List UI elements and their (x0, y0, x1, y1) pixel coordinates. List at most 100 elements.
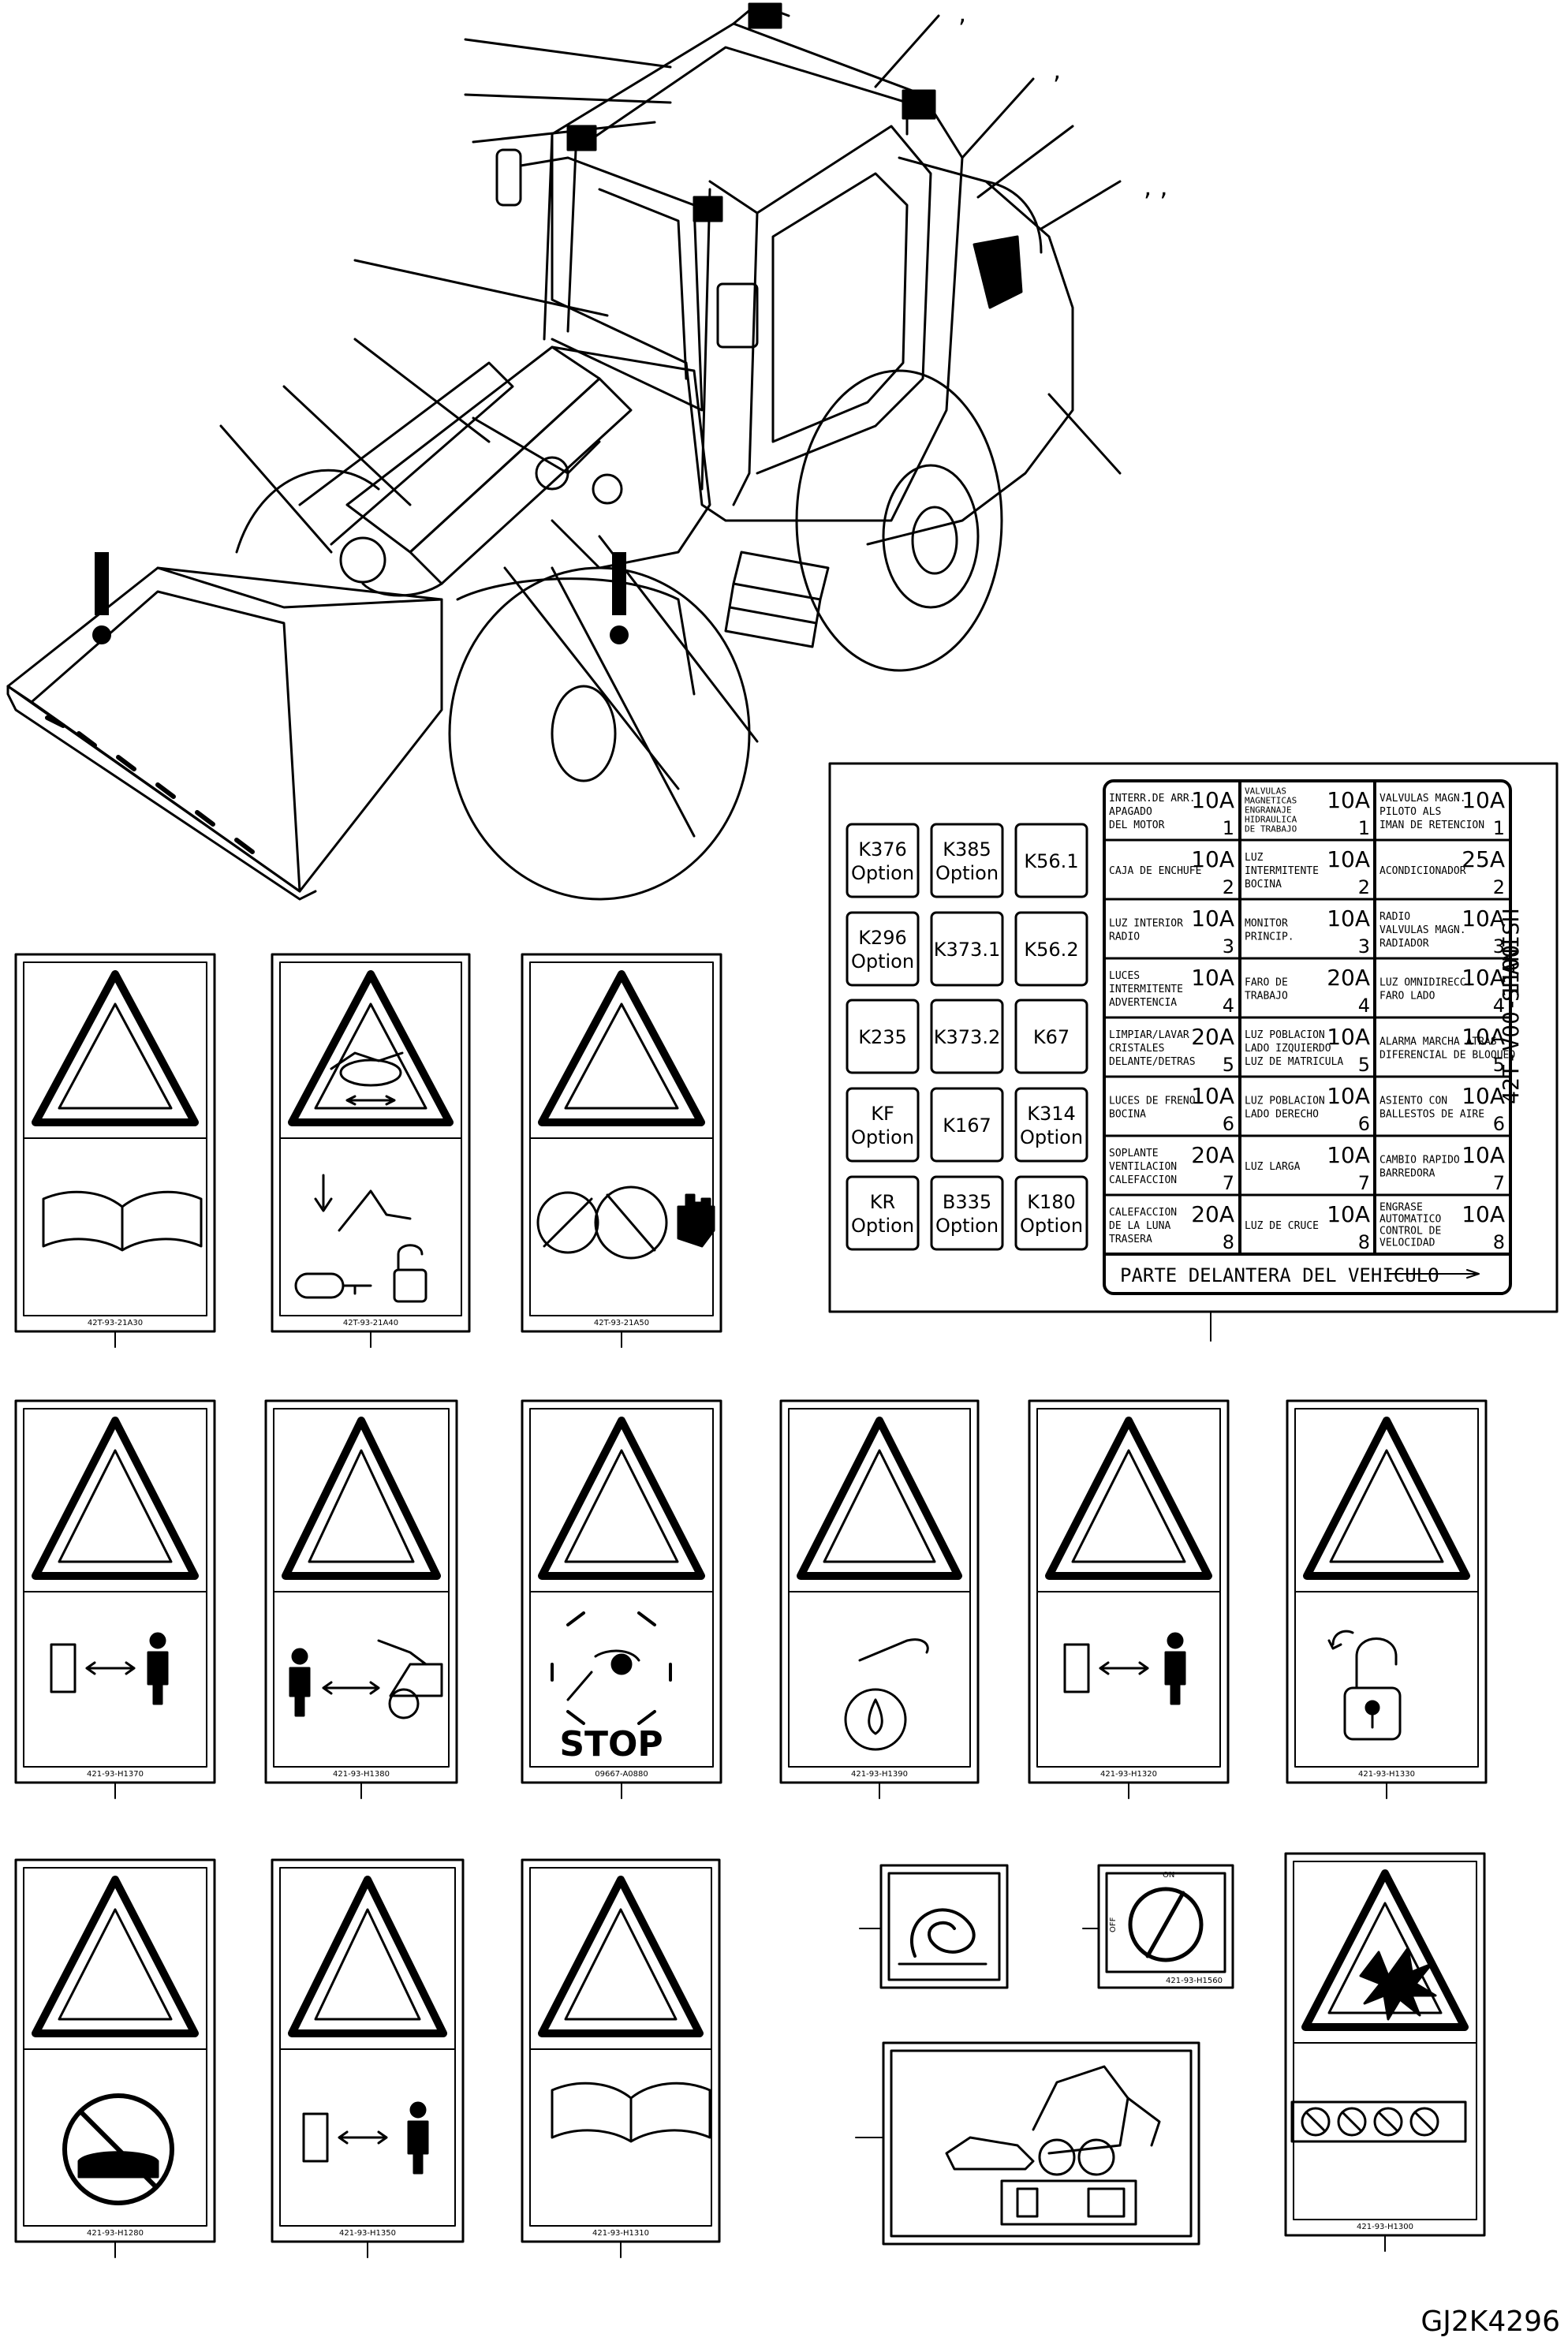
fuse-number: 7 (1358, 1172, 1370, 1194)
fuse-circuit-text: CRISTALES (1109, 1043, 1164, 1055)
fuse-number: 3 (1358, 935, 1370, 958)
row3-pictograms (62, 2082, 711, 2205)
fuse-number: 5 (1493, 1054, 1505, 1076)
fuse-amperage: 10A (1327, 905, 1370, 932)
fuse-circuit-text: VALVULAS MAGN. (1379, 793, 1466, 805)
small-decals (855, 1864, 1234, 2246)
fuse-circuit-text: CONTROL DE (1379, 1226, 1441, 1238)
relay-box (1014, 823, 1088, 898)
fuse-amperage: 10A (1462, 1142, 1505, 1168)
fuse-circuit-text: VENTILACION (1109, 1161, 1177, 1173)
relay-box (930, 1087, 1004, 1163)
decal-frame (14, 953, 216, 1333)
fuse-amperage: 10A (1191, 787, 1234, 813)
decal-inner-frame (23, 1867, 207, 2227)
fuse-number: 2 (1358, 876, 1370, 898)
relay-code: KR (870, 1191, 895, 1213)
fuse-circuit-text: CALEFACCION (1109, 1174, 1177, 1186)
decal-inner-frame (279, 1867, 456, 2227)
relay-code: K314 (1027, 1103, 1076, 1125)
fuse-circuit-text: APAGADO (1109, 806, 1152, 818)
relay-code: K167 (943, 1114, 991, 1137)
relay-box (846, 999, 920, 1074)
fuse-amperage: 10A (1462, 1024, 1505, 1050)
fuse-circuit-text: MONITOR (1245, 918, 1288, 930)
callout-mark-3: , , (1144, 172, 1168, 202)
relay-code: B335 (943, 1191, 991, 1213)
fuse-circuit-text: INTERMITENTE (1245, 865, 1319, 877)
wheel-loader-drawing (6, 2, 1122, 901)
fuse-circuit-text: CAJA DE ENCHUFE (1109, 865, 1201, 877)
fuse-amperage: 10A (1327, 846, 1370, 872)
warning-triangle (288, 1876, 447, 2037)
fuse-number: 4 (1223, 995, 1234, 1017)
fuse-circuit-text: INTERR.DE ARR. (1109, 793, 1196, 805)
fuse-circuit-text: DELANTE/DETRAS (1109, 1056, 1196, 1068)
fuse-circuit-text: RADIADOR (1379, 938, 1429, 950)
fuse-amperage: 25A (1462, 846, 1505, 872)
fuse-circuit-text: LUZ INTERIOR (1109, 918, 1183, 930)
decal-part-code: 09667-A0880 (595, 1770, 648, 1779)
fuse-circuit-text: CAMBIO RAPIDO (1379, 1155, 1460, 1167)
decal-part-code: 42T-93-21A40 (343, 1319, 398, 1327)
decal-3-pictograms (536, 552, 715, 1260)
fuse-circuit-text: LUZ DE MATRICULA (1245, 1056, 1343, 1068)
decal-frame (271, 1858, 465, 2243)
relay-code: KF (871, 1103, 894, 1125)
stop-text: STOP (559, 1724, 663, 1764)
callout-mark-2: , (1053, 55, 1061, 85)
decal-part-code: 42T-93-21A30 (88, 1319, 143, 1327)
fuse-circuit-text: LUZ POBLACION (1245, 1029, 1325, 1041)
decal-frame (1284, 1852, 1486, 2237)
fuse-circuit-text: BALLESTOS DE AIRE (1379, 1109, 1484, 1121)
relay-box (846, 1175, 920, 1251)
decal-inner-frame (1293, 1861, 1477, 2220)
fuse-circuit-text: MAGNETICAS (1245, 796, 1297, 806)
fuse-amperage: 10A (1327, 787, 1370, 813)
fuse-amperage: 10A (1327, 1142, 1370, 1168)
decal-part-code: 421-93-H1390 (851, 1770, 908, 1779)
decal-inner-frame (529, 1408, 714, 1768)
fuse-circuit-text: LUZ LARGA (1245, 1161, 1301, 1173)
relay-code: K56.1 (1024, 850, 1078, 872)
relay-option: Option (935, 862, 999, 884)
fuse-circuit-text: INTERMITENTE (1109, 984, 1183, 995)
relay-option: Option (935, 1215, 999, 1237)
decal-1-pictograms (42, 552, 203, 1252)
stop-arrows (551, 1611, 672, 1725)
fuse-circuit-text: DE LA LUNA (1109, 1220, 1170, 1232)
fuse-circuit-text: LUZ (1245, 852, 1264, 864)
fuse-circuit-text: LUZ POBLACION (1245, 1096, 1325, 1107)
warning-triangle (32, 1876, 199, 2037)
warning-triangle (1303, 1417, 1470, 1580)
fuse-amperage: 10A (1327, 1083, 1370, 1109)
relay-box (1014, 1087, 1088, 1163)
fuse-number: 1 (1223, 817, 1234, 839)
fuse-circuit-text: DE TRABAJO (1245, 824, 1297, 834)
warning-triangle (538, 1417, 705, 1580)
relay-code: K376 (858, 838, 907, 861)
warning-triangle (797, 1417, 962, 1580)
fuse-amperage: 20A (1191, 1142, 1234, 1168)
fuse-circuit-text: SOPLANTE (1109, 1148, 1159, 1159)
fuse-circuit-text: LUCES DE FRENO (1109, 1096, 1196, 1107)
relay-option: Option (1020, 1215, 1083, 1237)
fuse-amperage: 20A (1191, 1024, 1234, 1050)
fuse-circuit-text: BOCINA (1245, 879, 1282, 890)
fuse-amperage: 10A (1191, 965, 1234, 991)
fuse-circuit-text: ASIENTO CON (1379, 1096, 1447, 1107)
fuse-circuit-text: VALVULAS (1245, 786, 1286, 797)
switch-decal-off: OFF (1109, 1917, 1118, 1932)
relay-box (930, 999, 1004, 1074)
fuse-circuit-text: VELOCIDAD (1379, 1238, 1435, 1249)
fuse-circuit-text: PRINCIP. (1245, 932, 1294, 943)
fuse-label-side-lang: SPANISH (1498, 909, 1524, 1002)
fuse-number: 7 (1493, 1172, 1505, 1194)
fuse-circuit-text: RADIO (1109, 932, 1140, 943)
switch-decal-on: ON (1163, 1871, 1174, 1880)
fire-decal-pictograms (1290, 1947, 1467, 2143)
decal-part-code: 421-93-H1310 (592, 2229, 649, 2238)
decal-frame (521, 1858, 721, 2243)
fuse-amperage: 10A (1327, 1024, 1370, 1050)
fuse-number: 6 (1493, 1113, 1505, 1135)
